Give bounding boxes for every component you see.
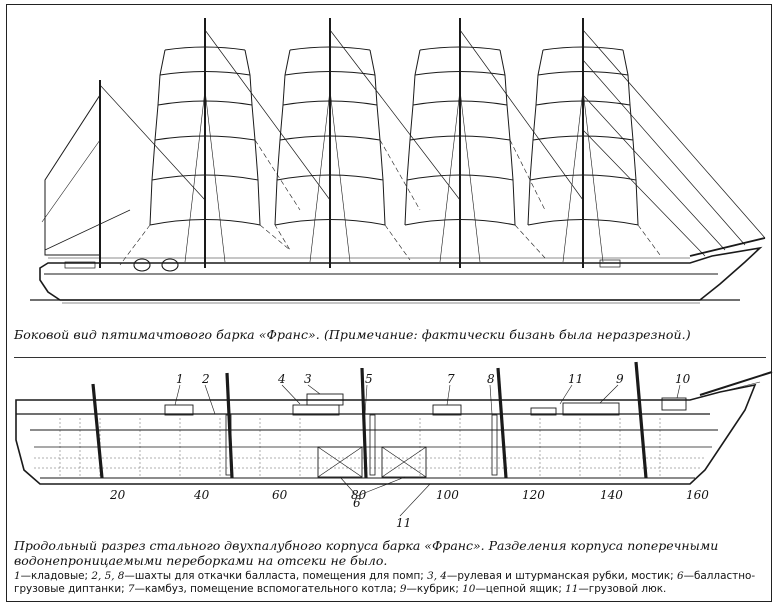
deck-house	[599, 259, 621, 268]
legend-num: 1	[14, 570, 21, 582]
frame-number: 120	[522, 488, 545, 502]
braces	[119, 139, 661, 266]
frame-number: 140	[600, 488, 623, 502]
frame-number: 60	[272, 488, 288, 502]
cargo-hatch	[530, 407, 557, 416]
callout-label: 7	[447, 372, 455, 386]
crew-quarters	[562, 402, 620, 416]
section-bowsprit	[699, 371, 773, 396]
shrouds	[184, 89, 604, 263]
legend-text: —цепной ящик;	[475, 582, 566, 595]
callout-label: 11	[396, 516, 411, 530]
frame-number: 20	[109, 488, 126, 502]
callout-label: 11	[568, 372, 583, 386]
legend-text: —камбуз, помещение вспомогательного котл…	[134, 582, 400, 595]
callout-label: 9	[616, 372, 624, 386]
legend-num: 11	[565, 582, 579, 595]
pump-shaft	[491, 414, 498, 476]
legend-num: 9	[399, 582, 407, 595]
legend-text: —кладовые;	[20, 570, 92, 582]
side-view-caption: Боковой вид пятимачтового барка «Франс».…	[14, 327, 691, 342]
section-caption: Продольный разрез стального двухпалубног…	[14, 538, 719, 568]
legend-num: 10	[462, 582, 476, 595]
legend-text: —рулевая и штурманская рубки, мостик;	[446, 570, 677, 582]
hull-section-outline	[15, 383, 757, 485]
chart-house	[306, 393, 344, 406]
side-view-drawing	[30, 18, 766, 304]
callout-label: 6	[353, 496, 361, 510]
longitudinal-section: 1 2 3 4 5 7 8 11 9 10 6 11 20 40 60 80 1…	[15, 361, 773, 530]
mast-4	[527, 18, 639, 268]
stays	[99, 29, 766, 257]
callout-label: 2	[201, 372, 210, 386]
divider	[14, 357, 766, 358]
callout-label: 8	[487, 372, 495, 386]
legend-text: —кубрик;	[406, 582, 463, 595]
frame-number: 100	[436, 488, 459, 502]
legend-text: —шахты для откачки балласта, помещения д…	[124, 570, 428, 582]
pump-shaft	[369, 414, 376, 476]
boat	[161, 258, 179, 272]
mast-1	[149, 18, 261, 268]
legend-text: —грузовой люк.	[578, 582, 667, 595]
legend-text: —балластно-грузовые диптанки;	[14, 570, 756, 595]
legend-num: 3, 4	[427, 570, 447, 582]
stores-house	[164, 404, 194, 416]
legend: 1—кладовые; 2, 5, 8—шахты для откачки ба…	[14, 570, 770, 595]
callout-label: 4	[277, 372, 286, 386]
deep-tank	[381, 446, 427, 478]
callout-label: 10	[675, 372, 691, 386]
legend-num: 2, 5, 8	[91, 570, 125, 582]
legend-num: 7	[127, 582, 135, 595]
legend-num: 6	[677, 570, 684, 582]
callout-label: 5	[365, 372, 373, 386]
deck-house	[64, 261, 96, 269]
mast-3	[404, 18, 516, 268]
callout-label: 1	[176, 372, 184, 386]
frame-number: 40	[193, 488, 210, 502]
frame-number: 80	[351, 488, 367, 502]
section-masts	[91, 361, 648, 479]
mast-2	[274, 18, 386, 268]
chain-locker	[661, 397, 687, 411]
callout-label: 3	[304, 372, 312, 386]
frame-number: 160	[686, 488, 709, 502]
boat	[133, 258, 151, 272]
figure-frame	[6, 4, 772, 602]
